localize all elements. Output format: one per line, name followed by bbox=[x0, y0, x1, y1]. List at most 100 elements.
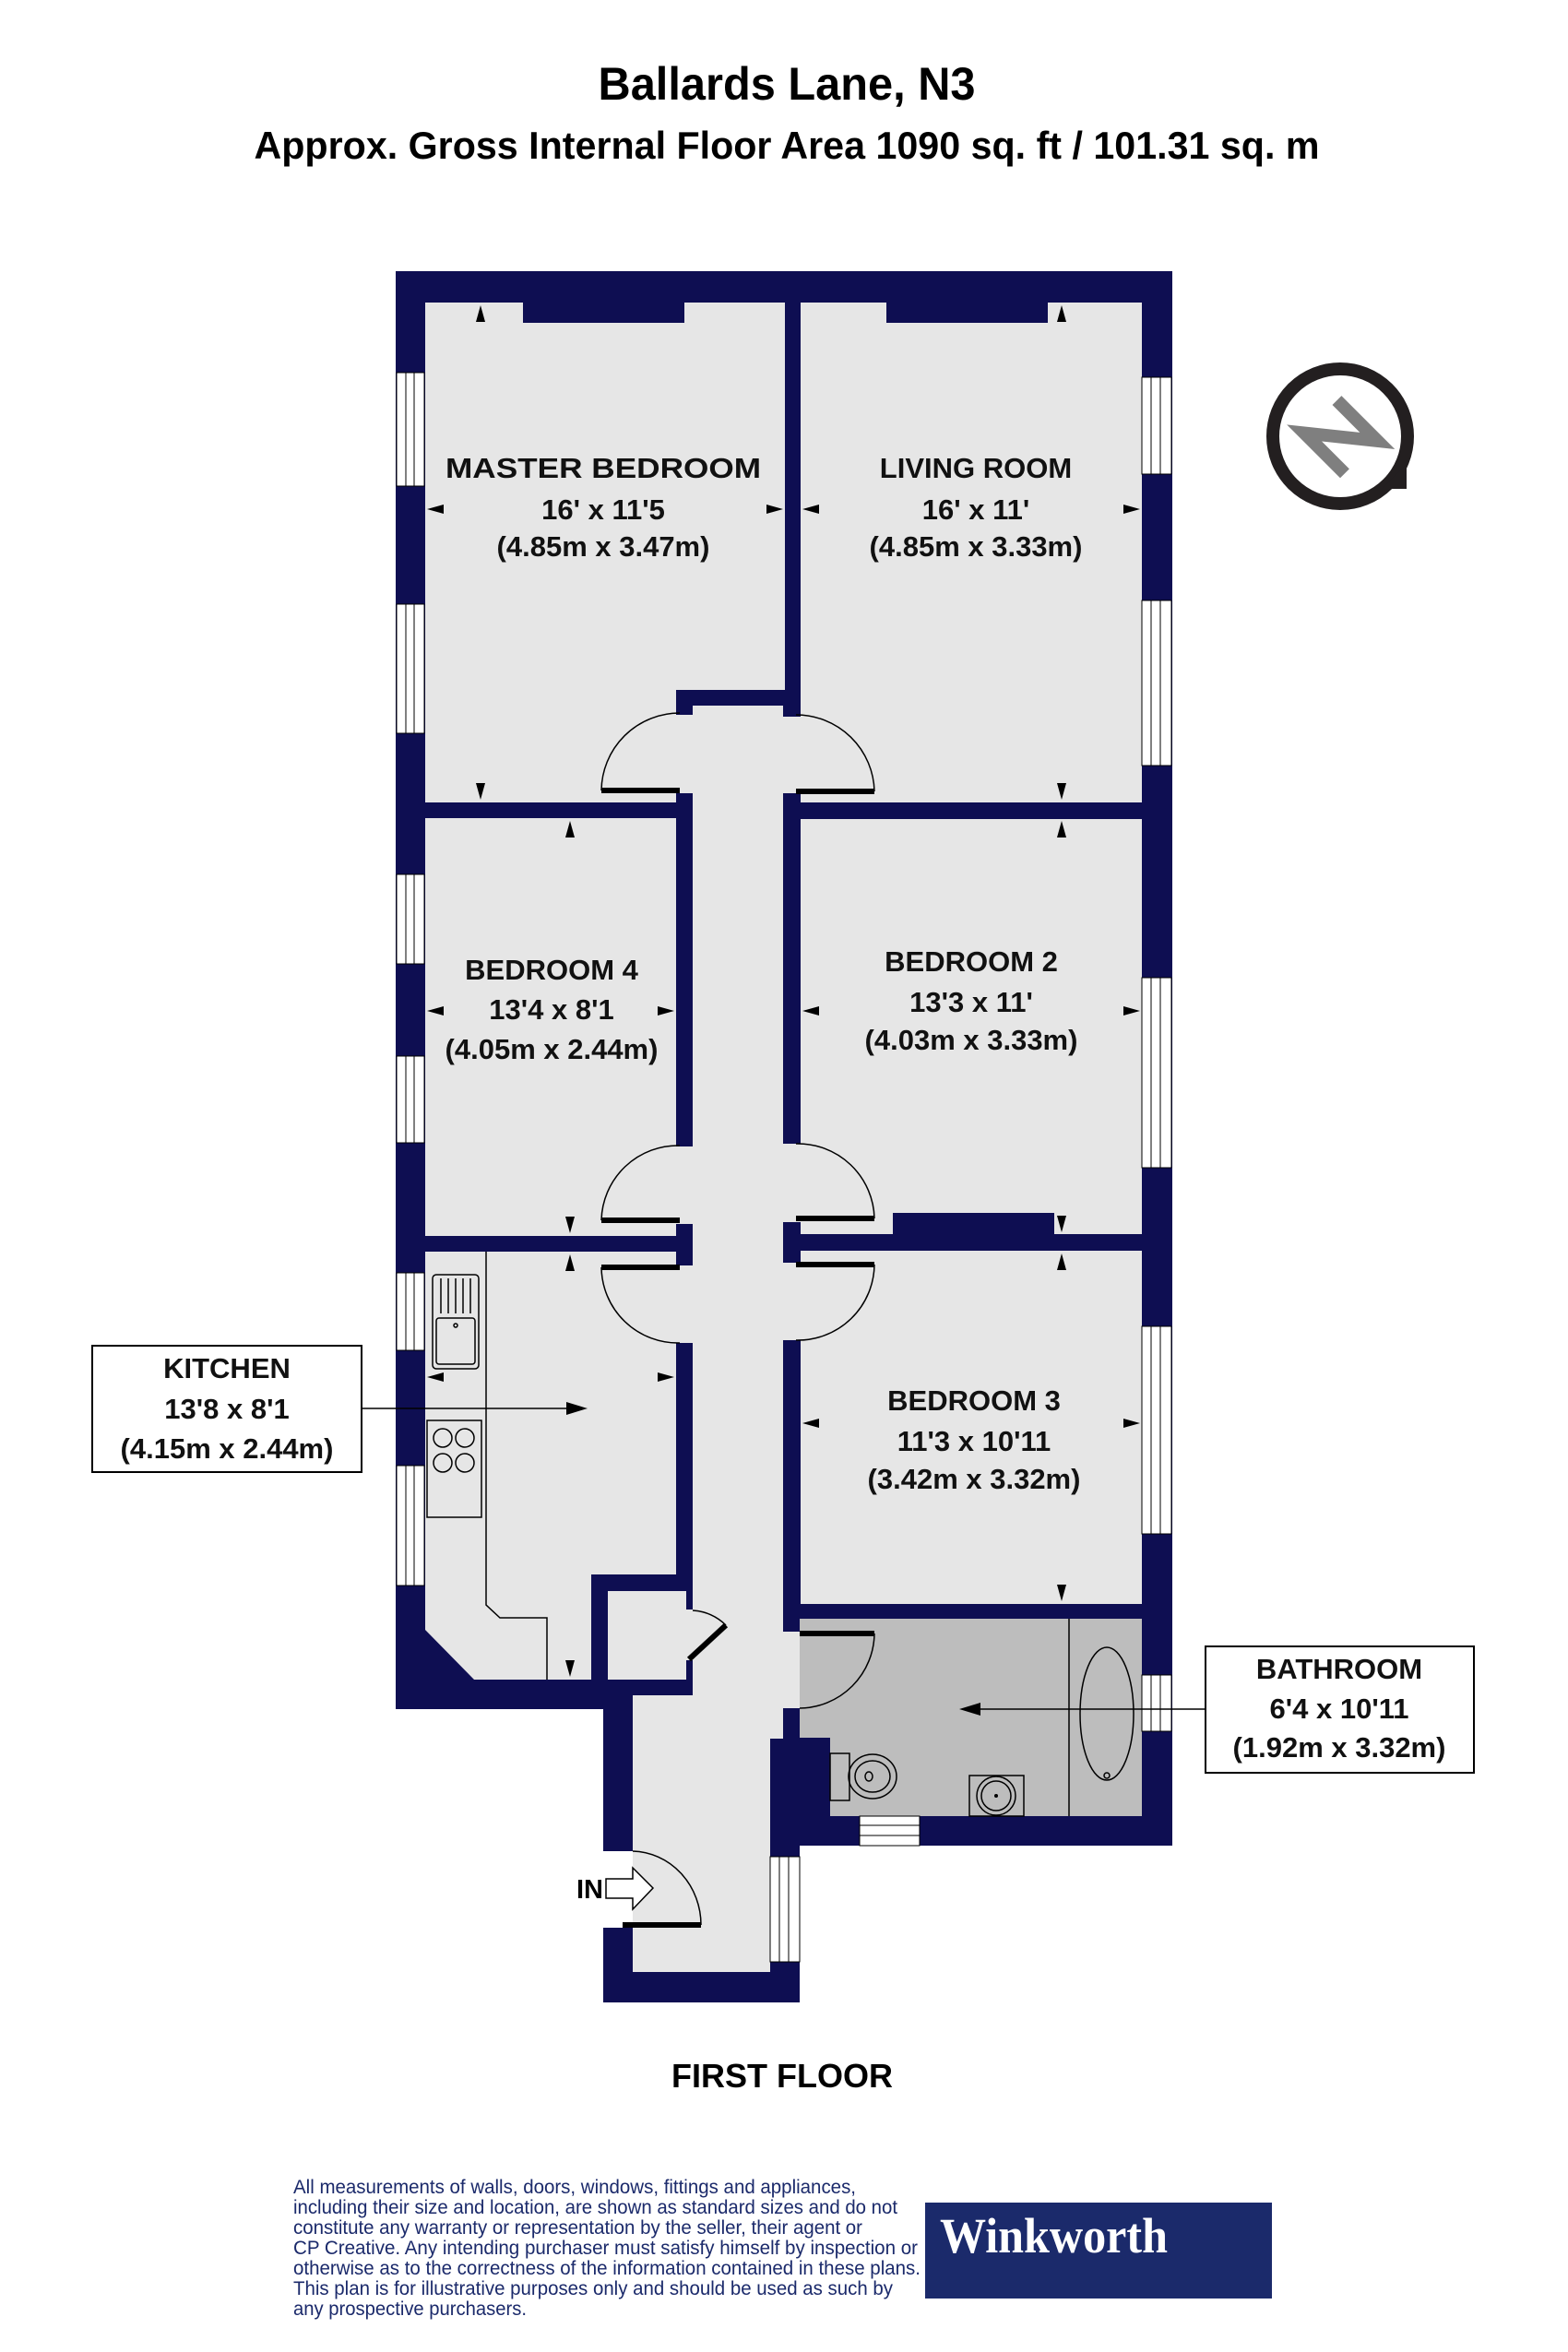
room-dimensions-imperial: 13'4 x 8'1 bbox=[489, 993, 613, 1026]
disclaimer-line: CP Creative. Any intending purchaser mus… bbox=[293, 2238, 918, 2259]
disclaimer-line: including their size and location, are s… bbox=[293, 2197, 897, 2218]
room-dimensions-imperial: 16' x 11'5 bbox=[541, 493, 665, 526]
logo-text: Winkworth bbox=[940, 2208, 1168, 2263]
bedroom-4-floor bbox=[425, 818, 676, 1236]
room-dimensions-metric: (4.03m x 3.33m) bbox=[865, 1024, 1078, 1056]
bathroom-floor bbox=[800, 1619, 1142, 1816]
bedroom-2-floor bbox=[801, 819, 1142, 1234]
kitchen-floor bbox=[425, 1252, 676, 1680]
kitchen-fittings bbox=[426, 1252, 548, 1680]
bedroom-2-door bbox=[795, 1143, 875, 1221]
kitchen-leader-arrow-icon bbox=[566, 1402, 588, 1415]
window-left-6 bbox=[396, 1465, 425, 1586]
room-name: KITCHEN bbox=[163, 1352, 291, 1384]
room-dimensions-metric: (4.85m x 3.47m) bbox=[497, 530, 710, 563]
master-wardrobe-block bbox=[523, 303, 684, 323]
bedroom-2-cupboard-block bbox=[893, 1213, 1054, 1235]
basin-icon bbox=[968, 1775, 1025, 1817]
bedroom-3-door bbox=[795, 1262, 875, 1341]
room-dimensions-imperial: 13'8 x 8'1 bbox=[164, 1393, 289, 1425]
interior-blocks bbox=[523, 303, 1054, 1235]
bathroom-fittings bbox=[829, 1619, 1134, 1817]
bathroom-leader-arrow-icon bbox=[959, 1703, 980, 1716]
north-compass-icon bbox=[1266, 362, 1414, 510]
room-master-bedroom: MASTER BEDROOM 16' x 11'5 (4.85m x 3.47m… bbox=[445, 452, 761, 563]
bedroom-2-door-opening bbox=[783, 1144, 801, 1222]
cupboard-door bbox=[686, 1610, 729, 1662]
kitchen-door bbox=[600, 1265, 681, 1344]
window-left-5 bbox=[396, 1272, 425, 1351]
living-room-door bbox=[795, 714, 875, 794]
disclaimer-line: This plan is for illustrative purposes o… bbox=[293, 2278, 893, 2299]
room-living-room: LIVING ROOM 16' x 11' (4.85m x 3.33m) bbox=[870, 452, 1083, 563]
dimension-arrows bbox=[427, 305, 1140, 1677]
window-bathroom-bottom bbox=[859, 1815, 921, 1847]
floor-label: FIRST FLOOR bbox=[671, 2057, 893, 2095]
hallway-floor bbox=[693, 706, 783, 1739]
kitchen-door-opening bbox=[676, 1265, 693, 1343]
entrance-door bbox=[623, 1850, 702, 1928]
disclaimer-line: All measurements of walls, doors, window… bbox=[293, 2177, 856, 2198]
window-left-4 bbox=[396, 1055, 425, 1144]
window-right-4 bbox=[1141, 1325, 1172, 1535]
entrance-arrow-icon bbox=[605, 1866, 655, 1911]
bathroom-callout: BATHROOM 6'4 x 10'11 (1.92m x 3.32m) bbox=[959, 1645, 1475, 1774]
room-dimensions-metric: (4.15m x 2.44m) bbox=[121, 1432, 334, 1465]
cupboard-floor bbox=[608, 1591, 686, 1680]
living-chimney-block bbox=[886, 303, 1048, 323]
room-dimensions-metric: (4.05m x 2.44m) bbox=[445, 1033, 659, 1065]
room-name: BATHROOM bbox=[1256, 1653, 1422, 1685]
living-room-floor bbox=[801, 303, 1142, 802]
room-bedroom-3: BEDROOM 3 11'3 x 10'11 (3.42m x 3.32m) bbox=[868, 1384, 1081, 1495]
windows bbox=[396, 372, 1172, 1963]
hob-icon bbox=[426, 1420, 482, 1518]
bath-icon bbox=[1079, 1646, 1134, 1781]
disclaimer-line: otherwise as to the correctness of the i… bbox=[293, 2258, 921, 2279]
compass-n-glyph bbox=[1287, 396, 1396, 479]
entrance-marker: IN bbox=[576, 1866, 655, 1911]
entrance-floor bbox=[633, 1695, 770, 1972]
hallway-top-wall bbox=[676, 690, 800, 706]
kitchen-label-box bbox=[91, 1345, 362, 1473]
room-name: BEDROOM 2 bbox=[885, 945, 1058, 978]
bathroom-door-opening bbox=[783, 1632, 800, 1708]
bath-drain-icon bbox=[1103, 1772, 1111, 1779]
room-dimensions-imperial: 6'4 x 10'11 bbox=[1270, 1693, 1409, 1725]
disclaimer-line: any prospective purchasers. bbox=[293, 2299, 527, 2320]
window-entrance bbox=[769, 1856, 801, 1963]
sink-icon bbox=[432, 1274, 480, 1370]
room-dimensions-metric: (1.92m x 3.32m) bbox=[1233, 1731, 1446, 1764]
bedroom-4-door bbox=[600, 1145, 681, 1223]
doors bbox=[600, 712, 875, 1928]
cupboard-door-opening bbox=[686, 1610, 694, 1660]
room-bedroom-4: BEDROOM 4 13'4 x 8'1 (4.05m x 2.44m) bbox=[445, 954, 659, 1065]
master-door-opening bbox=[676, 715, 693, 793]
room-dimensions-metric: (3.42m x 3.32m) bbox=[868, 1463, 1081, 1495]
logo-box bbox=[925, 2203, 1272, 2299]
floors bbox=[425, 303, 1142, 1972]
bedroom-3-door-opening bbox=[783, 1263, 801, 1340]
room-dimensions-imperial: 13'3 x 11' bbox=[909, 986, 1033, 1018]
window-right-3 bbox=[1141, 977, 1172, 1169]
room-dimensions-imperial: 16' x 11' bbox=[922, 493, 1029, 526]
kitchen-counter-line bbox=[485, 1252, 548, 1680]
room-name: BEDROOM 4 bbox=[465, 954, 639, 986]
window-right-2 bbox=[1141, 600, 1172, 766]
room-dimensions-imperial: 11'3 x 10'11 bbox=[897, 1425, 1051, 1457]
window-left-3 bbox=[396, 873, 425, 965]
winkworth-logo: Winkworth bbox=[925, 2203, 1272, 2299]
entrance-label: IN bbox=[576, 1875, 603, 1905]
header: Ballards Lane, N3 Approx. Gross Internal… bbox=[255, 58, 1320, 167]
page-title: Ballards Lane, N3 bbox=[599, 58, 976, 110]
living-door-opening bbox=[783, 717, 801, 793]
room-dimensions-metric: (4.85m x 3.33m) bbox=[870, 530, 1083, 563]
master-bedroom-door bbox=[600, 712, 681, 793]
bedroom-3-floor bbox=[801, 1251, 1142, 1604]
floor-area-subtitle: Approx. Gross Internal Floor Area 1090 s… bbox=[255, 124, 1320, 167]
window-left-2 bbox=[396, 603, 425, 734]
window-bathroom-side bbox=[1141, 1674, 1172, 1732]
kitchen-callout: KITCHEN 13'8 x 8'1 (4.15m x 2.44m) bbox=[91, 1345, 588, 1473]
toilet-icon bbox=[829, 1752, 897, 1801]
bedroom-4-door-opening bbox=[676, 1146, 693, 1224]
